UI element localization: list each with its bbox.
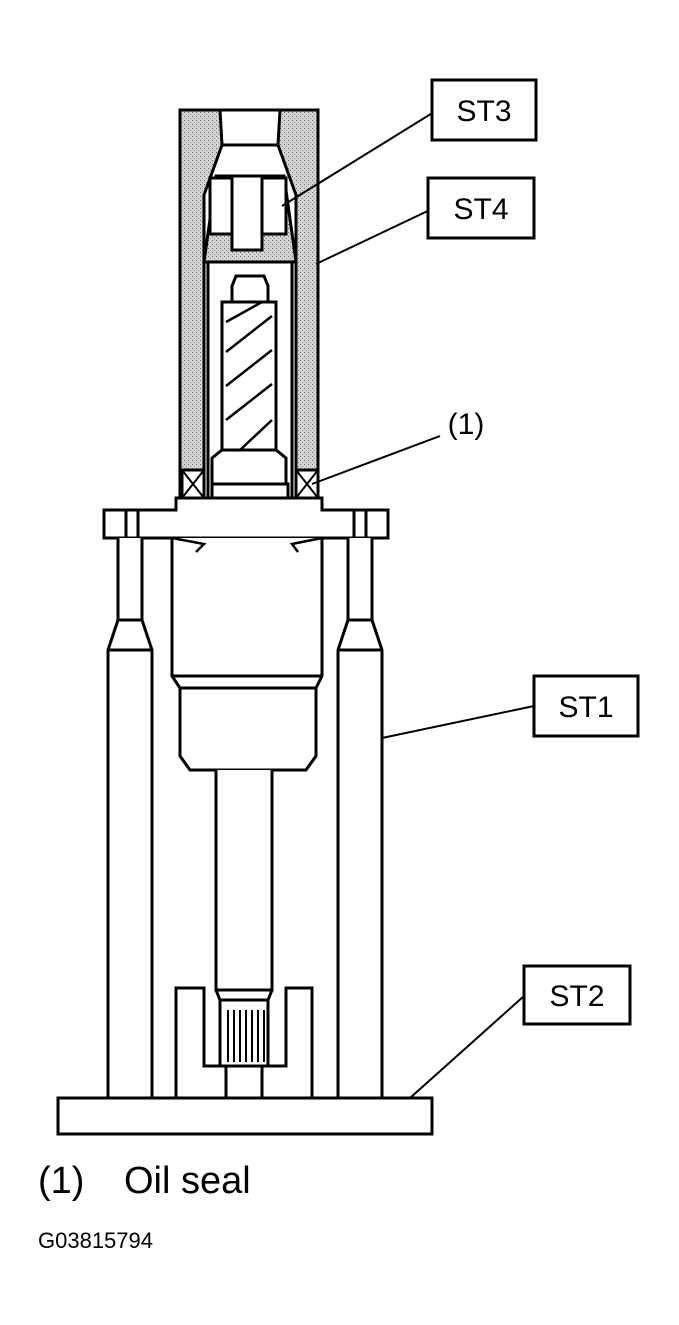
- figure-id: G03815794: [38, 1228, 153, 1253]
- st3-label-box: [430, 78, 538, 142]
- leader-lines: [281, 111, 535, 1099]
- st1-housing: [102, 496, 390, 1002]
- st1-label: ST1: [558, 691, 613, 724]
- left-pillar: [106, 538, 154, 1100]
- st4-label: ST4: [453, 193, 508, 226]
- st2-label-box: [522, 964, 632, 1026]
- shaft-gear: [210, 274, 288, 486]
- item-1-callout: (1): [448, 408, 485, 441]
- st4-label-box: [426, 176, 536, 240]
- legend-text: Oil seal: [124, 1160, 251, 1202]
- right-pillar: [336, 538, 384, 1100]
- st3-label: ST3: [456, 95, 511, 128]
- st1-label-box: [532, 674, 640, 738]
- st2-holder: [174, 986, 314, 1098]
- base-plate: [56, 1096, 434, 1136]
- oil-seal: [180, 468, 320, 500]
- st2-label: ST2: [549, 980, 604, 1013]
- legend-number: (1): [38, 1160, 85, 1202]
